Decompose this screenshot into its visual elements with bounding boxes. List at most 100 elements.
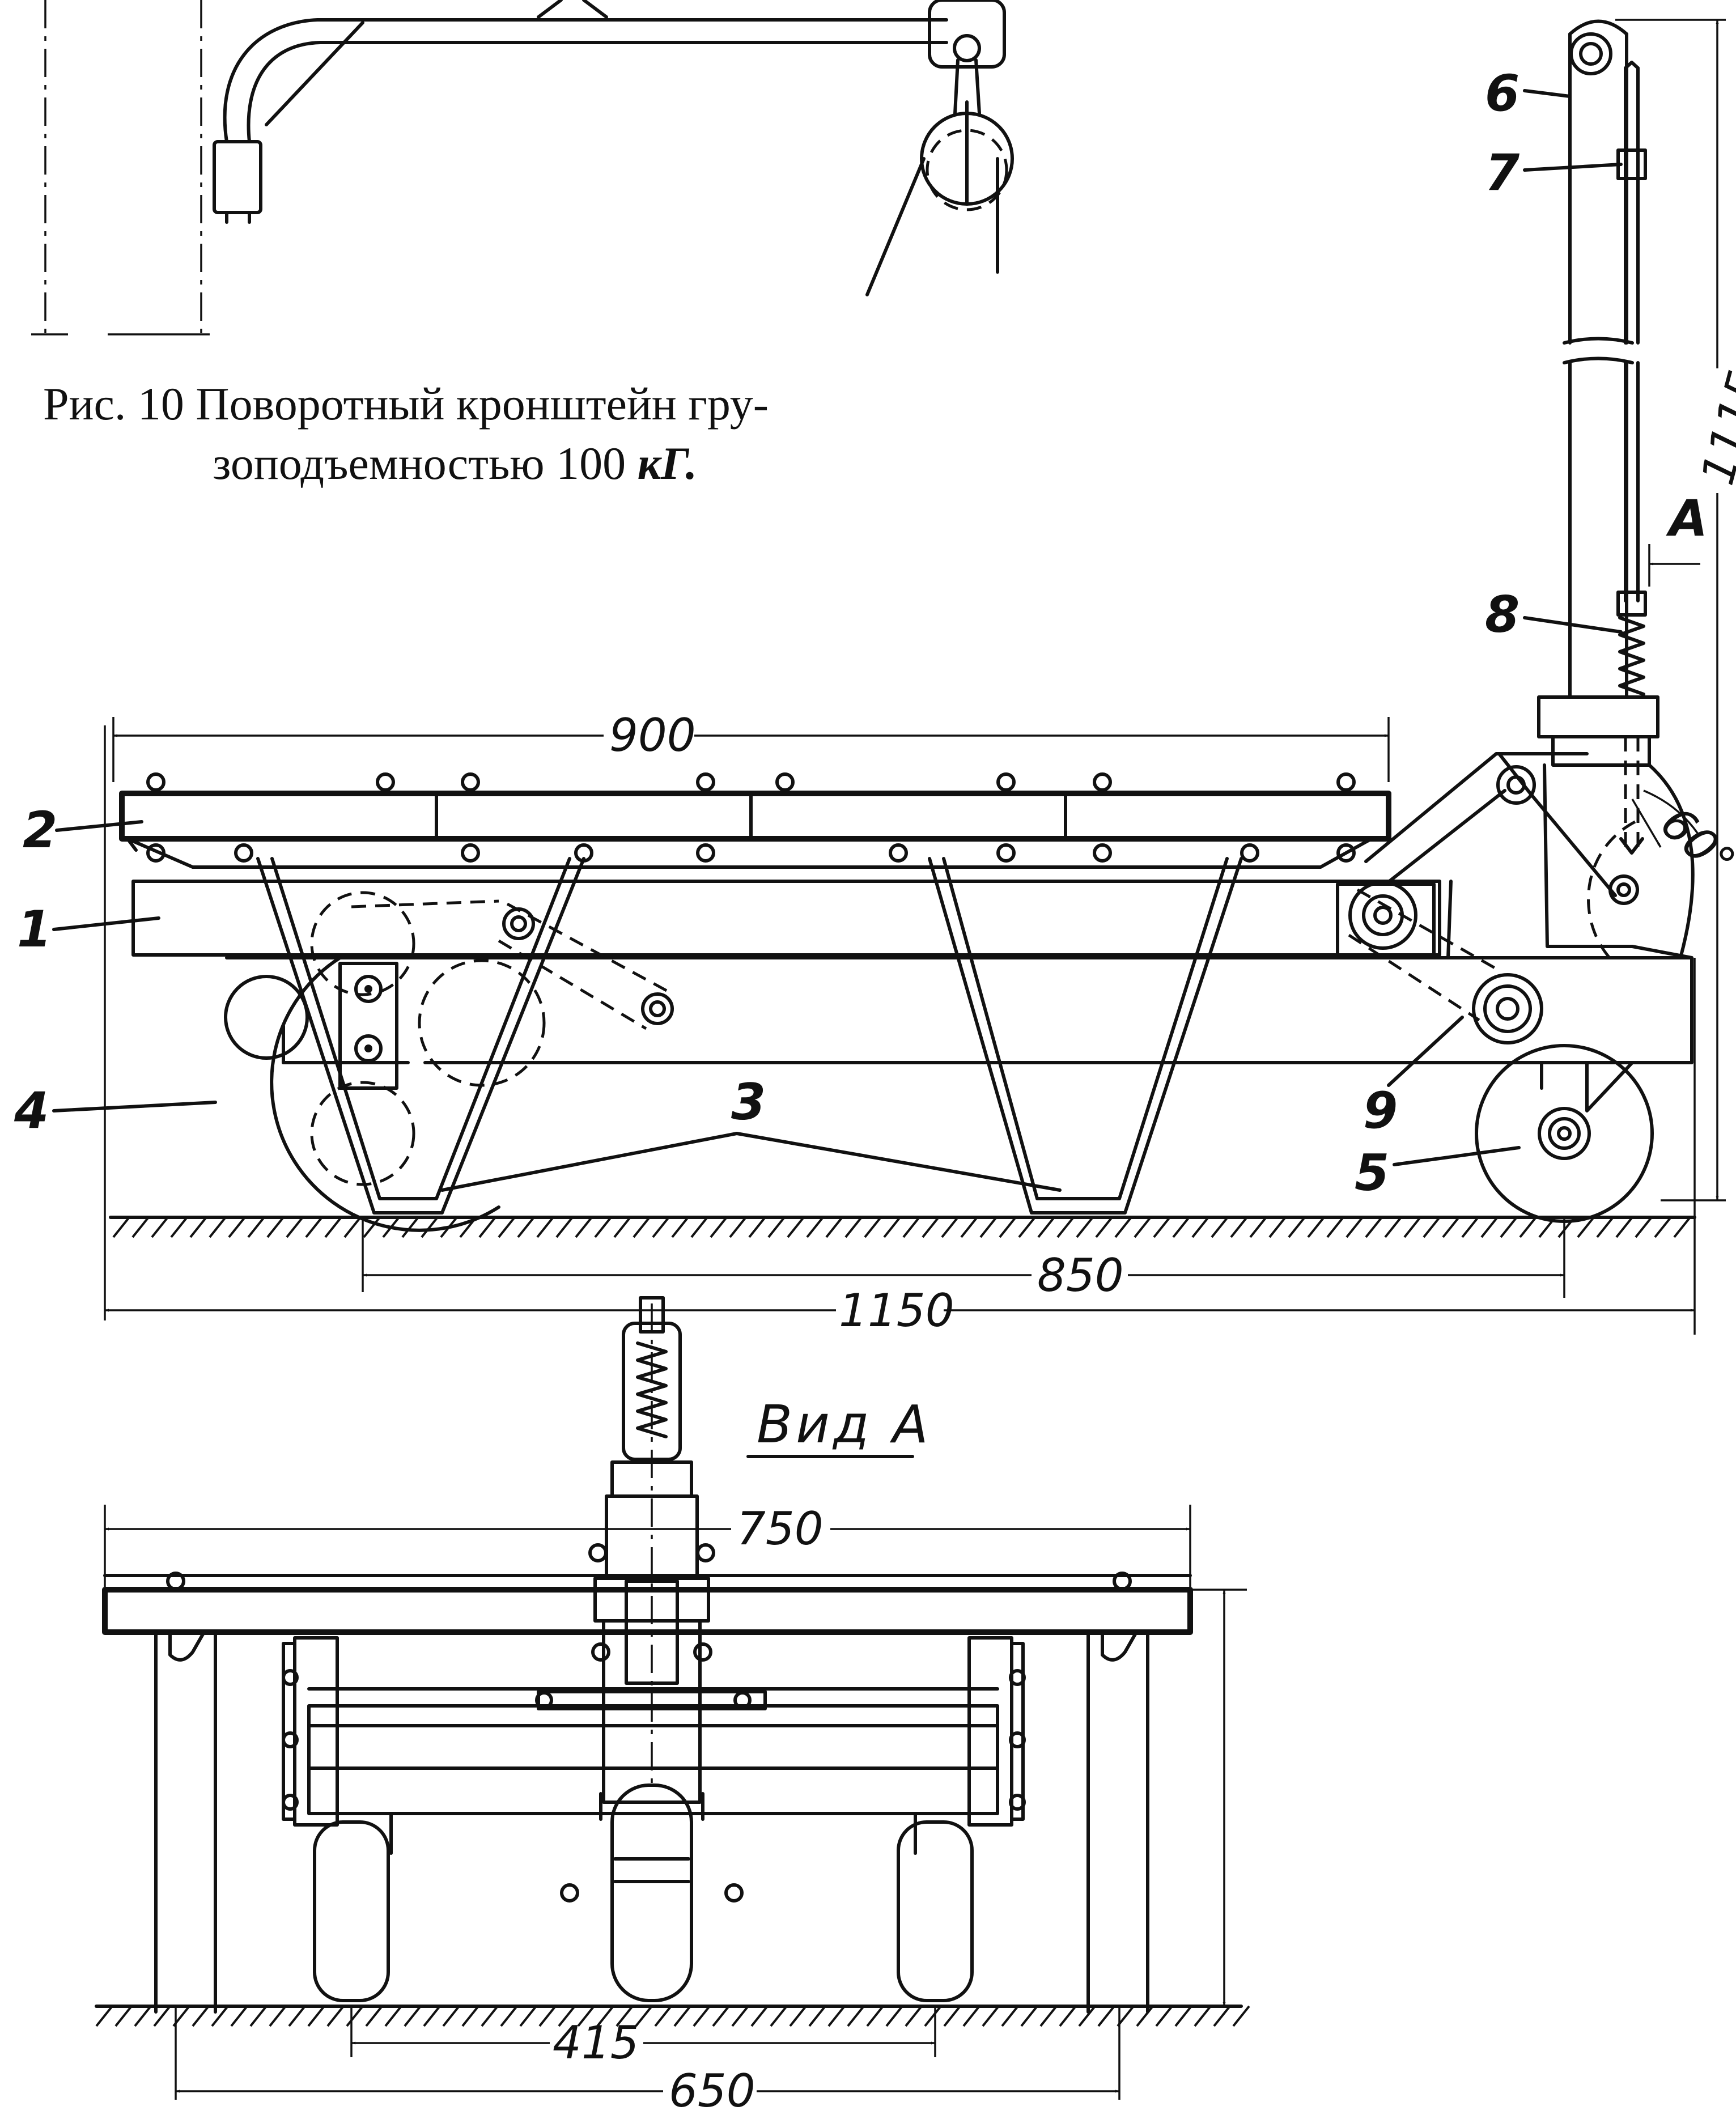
view-a-title: Вид А [757,1394,932,1455]
hatch-stroke [690,1216,708,1238]
hatch-stroke [459,1216,477,1238]
hatch-stroke [1403,1216,1421,1238]
view-a-marker: А [1666,489,1708,547]
hatch-stroke [442,2005,460,2027]
hatch-stroke [95,2005,113,2027]
hatch-stroke [346,2005,364,2027]
hatch-stroke [1268,1216,1287,1238]
hatch-stroke [982,2005,1000,2027]
hatch-stroke [652,1216,670,1238]
dim-front-width: 750 [737,1502,824,1555]
hatch-stroke [249,2005,268,2027]
hatch-stroke [1037,1216,1055,1238]
hatch-stroke [864,1216,882,1238]
hatch-stroke [421,1216,439,1238]
hatch-stroke [710,1216,728,1238]
hatch-stroke [286,1216,304,1238]
hatch-stroke [519,2005,537,2027]
hatch-stroke [1191,1216,1209,1238]
dim-overall-length: 1150 [839,1284,954,1337]
hatch-stroke [731,2005,749,2027]
hatch-stroke [134,2005,152,2027]
hatch-stroke [1635,1216,1653,1238]
hatch-stroke [1155,2005,1173,2027]
callout-5: 5 [1355,1144,1389,1202]
hatch-stroke [1136,2005,1154,2027]
hatch-stroke [1153,1216,1171,1238]
hatch-stroke [558,2005,576,2027]
hatch-stroke [729,1216,747,1238]
hatch-stroke [384,2005,402,2027]
hatch-stroke [365,2005,383,2027]
hatch-stroke [324,1216,342,1238]
hatch-stroke [962,2005,981,2027]
hatch-stroke [1384,1216,1402,1238]
hatch-stroke [538,2005,557,2027]
hatch-stroke [806,1216,824,1238]
hatch-stroke [478,1216,496,1238]
hatch-stroke [767,1216,786,1238]
hatch-stroke [902,1216,920,1238]
callout-1: 1 [17,900,52,958]
dim-wheel-track: 415 [553,2016,639,2069]
svg-text:Рис. 10 Поворотный кронштейн: Рис. 10 Поворотный кронштейн гру- [43,378,769,430]
hatch-stroke [770,2005,788,2027]
hatch-stroke [693,2005,711,2027]
dim-wheelbase: 850 [1037,1249,1124,1302]
hatch-stroke [1423,1216,1441,1238]
hatch-stroke [1230,1216,1248,1238]
hatch-stroke [1288,1216,1306,1238]
hatch-stroke [1577,1216,1595,1238]
hatch-stroke [787,1216,805,1238]
ground-hatch-side [112,1216,1691,1238]
figure-caption: Рис. 10 Поворотный кронштейн гру- зоподъ… [43,378,769,489]
hatch-stroke [844,1216,863,1238]
hatch-stroke [498,1216,516,1238]
hatch-stroke [228,1216,246,1238]
hatch-stroke [1114,1216,1132,1238]
hatch-stroke [1097,2005,1115,2027]
callout-8: 8 [1485,585,1519,644]
hatch-stroke [960,1216,978,1238]
hatch-stroke [1174,2005,1192,2027]
hatch-stroke [326,2005,345,2027]
hatch-stroke [517,1216,535,1238]
hatch-stroke [883,1216,901,1238]
hatch-stroke [999,1216,1017,1238]
hatch-stroke [1039,2005,1058,2027]
hatch-stroke [536,1216,554,1238]
hatch-stroke [635,2005,653,2027]
hatch-stroke [401,1216,419,1238]
hatch-stroke [363,1216,381,1238]
hatch-stroke [616,2005,634,2027]
hatch-stroke [266,1216,285,1238]
callout-3: 3 [731,1073,766,1131]
hatch-stroke [924,2005,942,2027]
front-view-a: Вид А [95,1296,1250,2027]
hatch-stroke [404,2005,422,2027]
hatch-stroke [269,2005,287,2027]
hatch-stroke [748,1216,766,1238]
hatch-stroke [885,2005,903,2027]
hatch-stroke [979,1216,998,1238]
hatch-stroke [671,1216,689,1238]
hatch-stroke [1020,2005,1038,2027]
hatch-stroke [1307,1216,1325,1238]
hatch-stroke [343,1216,362,1238]
hatch-stroke [1654,1216,1672,1238]
hatch-stroke [633,1216,651,1238]
caption-unit: кГ. [638,438,697,489]
hatch-stroke [1172,1216,1190,1238]
hatch-stroke [1557,1216,1576,1238]
hatch-stroke [1480,1216,1499,1238]
hatch-stroke [423,2005,441,2027]
cart-side-view [109,19,1696,1238]
hatch-stroke [750,2005,769,2027]
hatch-stroke [1345,1216,1364,1238]
svg-text:зоподъемностью 100 кГ.: зоподъемностью 100 кГ. [213,438,697,489]
caption-line1: Рис. 10 Поворотный кронштейн гру- [43,378,769,430]
callout-4: 4 [14,1081,49,1140]
hatch-stroke [555,1216,574,1238]
hatch-stroke [1194,2005,1212,2027]
hatch-stroke [613,1216,631,1238]
